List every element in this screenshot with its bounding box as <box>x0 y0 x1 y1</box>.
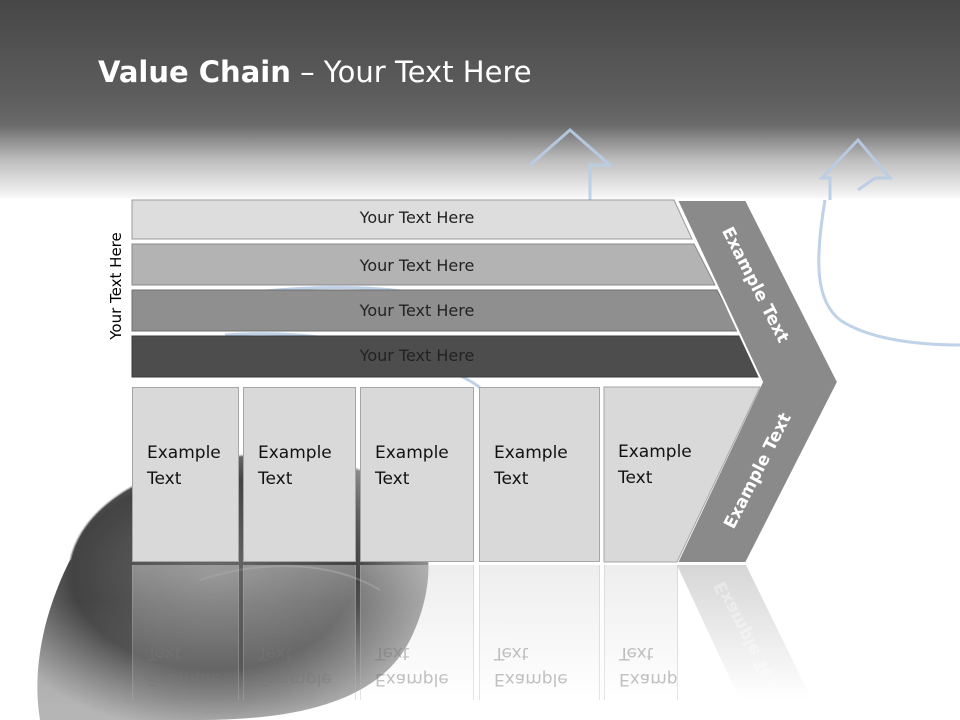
chevron-reflection <box>677 565 812 700</box>
column-1-reflection: Example Text <box>132 565 239 700</box>
column-1-reflection-line1: Example <box>147 669 221 689</box>
chevron-shape <box>675 199 840 564</box>
bar-2 <box>131 243 716 286</box>
column-1-reflection-text: Example Text <box>147 640 238 692</box>
column-2-reflection-line2: Text <box>258 643 293 663</box>
column-4-line1: Example <box>494 443 568 463</box>
column-4-reflection-line1: Example <box>494 669 568 689</box>
column-5-reflection-text: Example Text <box>619 640 678 692</box>
last-column-slant <box>603 386 761 563</box>
bar-4-label: Your Text Here <box>359 346 475 365</box>
column-5-line1: Example <box>618 442 692 462</box>
column-4-reflection-text: Example Text <box>494 640 599 692</box>
column-5-reflection-line1: Example <box>619 669 678 689</box>
column-4-reflection: Example Text <box>479 565 600 700</box>
column-3-reflection-line1: Example <box>375 669 449 689</box>
column-4-line2: Text <box>494 469 529 489</box>
bar-2-label: Your Text Here <box>359 256 475 275</box>
column-5-reflection: Example Text <box>604 565 678 700</box>
page-title: Value Chain – Your Text Here <box>98 55 532 89</box>
title-banner <box>0 0 960 200</box>
bar-1-label: Your Text Here <box>359 208 475 227</box>
column-1-line2: Text <box>147 469 182 489</box>
column-3-reflection-text: Example Text <box>375 640 473 692</box>
column-2-line1: Example <box>258 443 332 463</box>
column-1-line1: Example <box>147 443 221 463</box>
column-3-line1: Example <box>375 443 449 463</box>
column-1-reflection-line2: Text <box>147 643 182 663</box>
column-4-reflection-line2: Text <box>494 643 529 663</box>
bar-3-label: Your Text Here <box>359 301 475 320</box>
column-3-reflection: Example Text <box>360 565 474 700</box>
column-2-reflection-text: Example Text <box>258 640 355 692</box>
column-5-reflection-line2: Text <box>619 643 654 663</box>
column-2-reflection: Example Text <box>243 565 356 700</box>
column-3-reflection-line2: Text <box>375 643 410 663</box>
title-bold: Value Chain <box>98 55 291 89</box>
column-3-line2: Text <box>375 469 410 489</box>
column-2-line2: Text <box>258 469 293 489</box>
column-5-line2: Text <box>618 468 653 488</box>
column-2-reflection-line1: Example <box>258 669 332 689</box>
title-rest: – Your Text Here <box>290 55 532 89</box>
bar-1 <box>131 199 693 240</box>
